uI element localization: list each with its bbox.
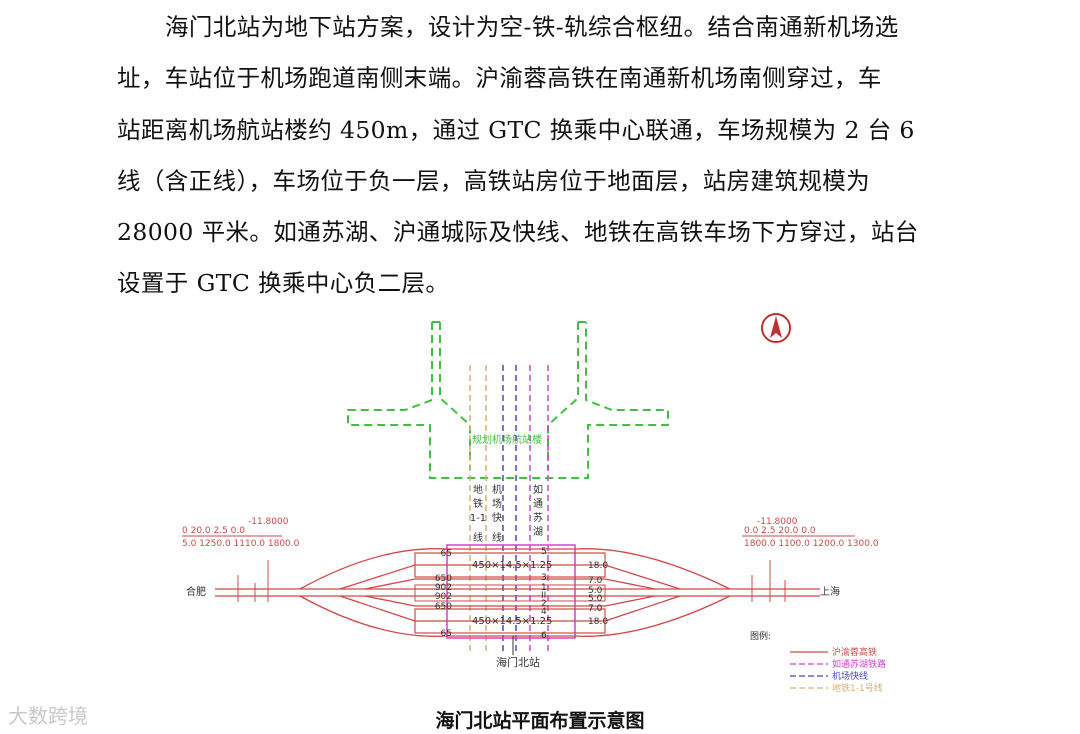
left-city-label: 合肥 xyxy=(186,585,206,598)
paragraph-line: 线（含正线），车场位于负一层，高铁站房位于地面层，站房建筑规模为 xyxy=(117,167,871,195)
airport-label-4: 线 xyxy=(492,531,502,544)
spacing-label: 18.0 xyxy=(588,561,608,571)
legend-item: 地铁1-1号线 xyxy=(832,682,883,694)
paragraph-line: 站距离机场航站楼约 450m，通过 GTC 换乘中心联通，车场规模为 2 台 6 xyxy=(117,116,915,144)
spacing-label: 902 xyxy=(435,583,452,593)
spacing-label: 18.0 xyxy=(588,617,608,627)
track-number: 5 xyxy=(541,547,547,557)
track-numbers: 5 3 1 II 2 4 6 xyxy=(541,547,547,641)
vertical-line-labels: 地 铁 1-1 线 机 场 快 线 如 通 苏 湖 xyxy=(470,483,543,544)
crossing-lines xyxy=(469,365,549,655)
profile-elevation: -11.8000 xyxy=(248,517,289,527)
profile-row: 0.0 2.5 20.0 0.0 xyxy=(744,526,816,536)
spacing-label: 65 xyxy=(441,629,452,639)
legend-item: 如通苏湖铁路 xyxy=(832,658,886,670)
right-spacing-labels: 18.0 7.0 5.0 5.0 7.0 18.0 xyxy=(588,561,608,627)
track-number: II xyxy=(541,591,546,601)
spacing-label: 7.0 xyxy=(588,604,603,614)
legend-item: 沪渝蓉高铁 xyxy=(832,646,877,658)
figure-caption: 海门北站平面布置示意图 xyxy=(435,710,645,732)
metro-label-4: 线 xyxy=(473,531,483,544)
right-profile: -11.8000 0.0 2.5 20.0 0.0 1800.0 1100.0 … xyxy=(742,517,879,549)
airport-label-1: 机 xyxy=(492,483,502,496)
profile-row: 0 20.0 2.5 0.0 xyxy=(182,526,245,536)
station-label: 海门北站 xyxy=(496,655,540,669)
terminal-building xyxy=(347,321,669,479)
spacing-label: 650 xyxy=(435,602,452,612)
platform-label-upper: 450×14.5×1.25 xyxy=(472,560,552,571)
airport-label-2: 场 xyxy=(492,497,502,510)
profile-row: 5.0 1250.0 1110.0 1800.0 xyxy=(182,539,300,549)
spacing-label: 5.0 xyxy=(588,594,603,604)
platform-label-lower: 450×14.5×1.25 xyxy=(472,616,552,627)
profile-row: 1800.0 1100.0 1200.0 1300.0 xyxy=(744,539,879,549)
spacing-label: 5.0 xyxy=(588,586,603,596)
rutong-label-1: 如 xyxy=(533,483,543,496)
terminal-label: 规划机场航站楼 xyxy=(472,433,542,446)
hsr-tracks xyxy=(215,548,820,637)
metro-label-1: 地 xyxy=(473,483,483,496)
rutong-label-3: 苏 xyxy=(533,511,543,524)
spacing-label: 650 xyxy=(435,574,452,584)
rutong-label-4: 湖 xyxy=(533,526,543,538)
left-profile: -11.8000 0 20.0 2.5 0.0 5.0 1250.0 1110.… xyxy=(182,517,300,549)
legend-item: 机场快线 xyxy=(832,670,868,682)
legend-title: 图例: xyxy=(750,630,771,642)
metro-label-3: 1-1 xyxy=(470,513,486,524)
profile-elevation: -11.8000 xyxy=(757,517,798,527)
north-arrow-icon xyxy=(761,313,791,343)
spacing-label: 7.0 xyxy=(588,576,603,586)
track-number: 4 xyxy=(541,607,547,617)
paragraph-line: 址，车站位于机场跑道南侧末端。沪渝蓉高铁在南通新机场南侧穿过，车 xyxy=(117,64,882,92)
watermark: 大数跨境 xyxy=(8,704,88,728)
metro-label-2: 铁 xyxy=(473,497,483,510)
right-city-label: 上海 xyxy=(820,585,840,598)
track-number: 6 xyxy=(541,631,547,641)
track-number: 1 xyxy=(541,583,547,593)
airport-label-3: 快 xyxy=(492,512,502,524)
paragraph-line: 28000 平米。如通苏湖、沪通城际及快线、地铁在高铁车场下方穿过，站台 xyxy=(117,218,919,246)
left-spacing-labels: 65 650 902 902 650 65 xyxy=(435,549,452,639)
paragraph-line: 设置于 GTC 换乘中心负二层。 xyxy=(117,269,450,297)
station-layout-diagram: 规划机场航站楼 地 铁 1-1 线 机 场 快 线 如 通 苏 湖 xyxy=(182,313,886,694)
legend: 图例: 沪渝蓉高铁 如通苏湖铁路 机场快线 地铁1-1号线 xyxy=(750,630,886,694)
spacing-label: 65 xyxy=(441,549,452,559)
paragraph-line: 海门北站为地下站方案，设计为空-铁-轨综合枢纽。结合南通新机场选 xyxy=(165,13,899,41)
track-stubs xyxy=(237,560,786,602)
track-number: 3 xyxy=(541,573,547,583)
track-number: 2 xyxy=(541,599,547,609)
rutong-label-2: 通 xyxy=(533,498,543,510)
spacing-label: 902 xyxy=(435,592,452,602)
